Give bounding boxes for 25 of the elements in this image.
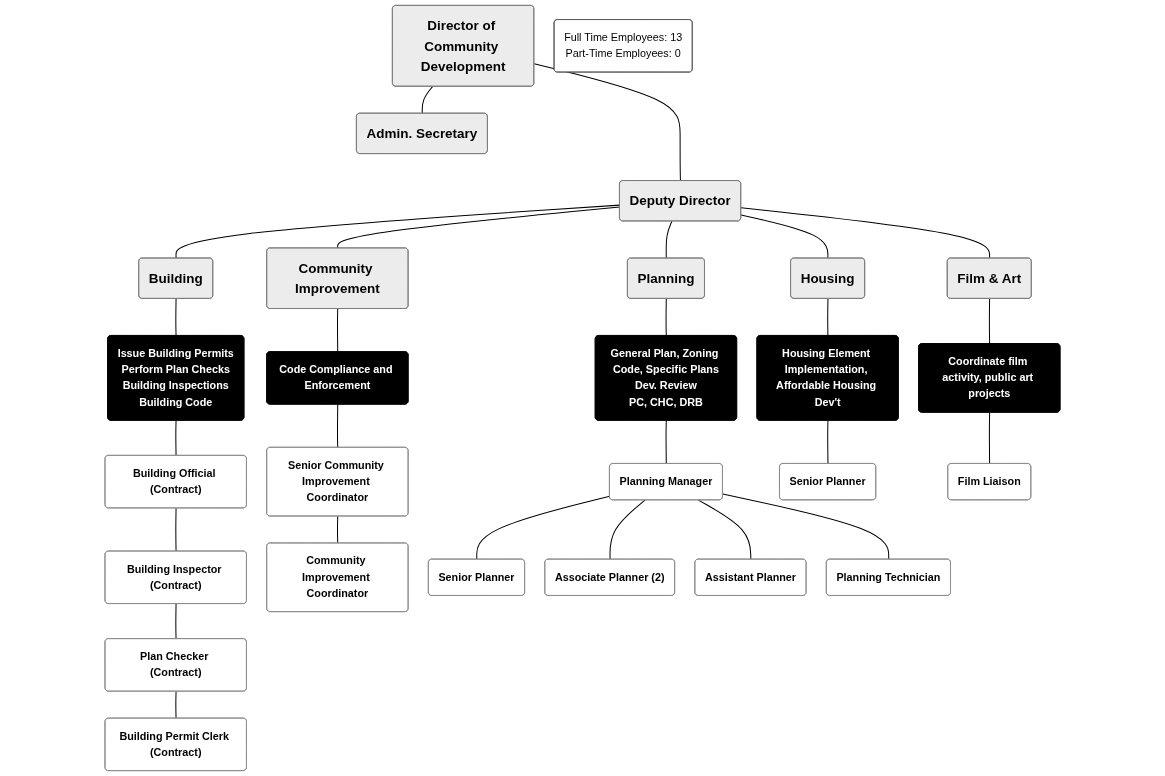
connector [988, 412, 991, 465]
connector [740, 207, 991, 259]
connector [533, 63, 681, 182]
connector [337, 206, 621, 249]
connector [337, 404, 339, 449]
connector [988, 298, 991, 345]
connector [609, 499, 646, 560]
connector [175, 298, 177, 337]
connector [740, 214, 829, 259]
connector [337, 308, 339, 353]
connector [175, 420, 177, 457]
connector [722, 493, 890, 560]
connector [665, 298, 667, 337]
connector [665, 420, 667, 465]
connector [697, 499, 752, 560]
connector [175, 690, 177, 719]
connector [421, 86, 434, 114]
connector [175, 603, 177, 640]
connector [827, 298, 829, 337]
connector [337, 515, 339, 544]
connector [175, 507, 177, 552]
connector [175, 204, 621, 259]
connector [665, 220, 673, 259]
connector [827, 420, 829, 465]
connector [476, 495, 611, 560]
